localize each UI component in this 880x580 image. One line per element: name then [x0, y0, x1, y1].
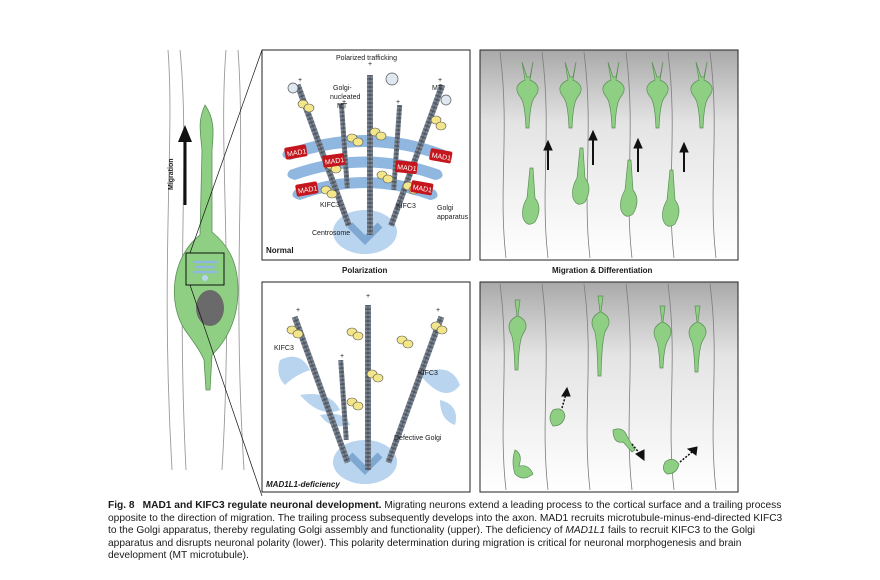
- neurons-deficient: [508, 295, 707, 479]
- golgi-mini-icon: [192, 260, 218, 274]
- cortex-fibers-deficient: [499, 283, 717, 491]
- polarization-label: Polarization: [342, 266, 387, 275]
- svg-text:Golgi: Golgi: [437, 205, 454, 212]
- svg-text:KIFC3: KIFC3: [274, 345, 294, 352]
- migration-differentiation-label: Migration & Differentiation: [552, 266, 653, 275]
- normal-panel: Polarized trafficking + + + + +: [261, 49, 471, 261]
- neuron-nucleus: [196, 290, 224, 326]
- vesicles: [287, 72, 452, 106]
- svg-text:Defective Golgi: Defective Golgi: [394, 435, 442, 442]
- migration-deficient-panel: [479, 281, 739, 493]
- caption-text-1: Migrating neurons extend a leading proce…: [108, 500, 783, 537]
- neuron-body: [174, 104, 239, 391]
- migration-arrows-normal: [543, 129, 689, 172]
- svg-text:Golgi-: Golgi-: [333, 85, 352, 92]
- zoom-box: [185, 252, 225, 286]
- svg-text:MAD1: MAD1: [298, 185, 318, 195]
- svg-text:MAD1: MAD1: [325, 157, 345, 167]
- polarized-trafficking-label: Polarized trafficking: [336, 55, 397, 62]
- svg-text:+: +: [296, 307, 300, 314]
- svg-text:+: +: [436, 307, 440, 314]
- figure-diagram: Migration Polarized trafficking + + + +: [166, 49, 739, 497]
- svg-text:nucleated: nucleated: [330, 94, 360, 101]
- migrating-neuron-panel: Migration: [166, 49, 263, 497]
- caption-gene: MAD1L1: [565, 525, 606, 537]
- svg-text:+: +: [366, 293, 370, 300]
- svg-text:+: +: [340, 353, 344, 360]
- migration-normal-panel: [479, 49, 739, 261]
- mad1-proteins: MAD1 MAD1 MAD1 MAD1 MAD1 MAD1: [284, 144, 453, 197]
- figure-number: Fig. 8: [108, 500, 135, 511]
- svg-text:MAD1: MAD1: [431, 152, 451, 162]
- svg-text:KIFC3: KIFC3: [396, 203, 416, 210]
- svg-text:MAD1: MAD1: [397, 164, 417, 173]
- svg-text:KIFC3: KIFC3: [418, 370, 438, 377]
- normal-label: Normal: [266, 246, 294, 255]
- figure-caption: Fig. 8 MAD1 and KIFC3 regulate neuronal d…: [108, 500, 788, 563]
- svg-text:MAD1: MAD1: [412, 184, 432, 194]
- svg-text:+: +: [438, 77, 442, 84]
- svg-text:apparatus: apparatus: [437, 214, 469, 221]
- svg-text:MT: MT: [337, 103, 348, 110]
- svg-text:KIFC3: KIFC3: [320, 202, 340, 209]
- microtubules-deficient: + + + +: [291, 293, 445, 470]
- svg-text:+: +: [368, 61, 372, 68]
- svg-text:+: +: [342, 99, 346, 106]
- caption-text-2: fails to recruit KIFC3 to the Golgi appa…: [108, 525, 756, 562]
- deficiency-label: MAD1L1-deficiency: [266, 480, 340, 489]
- figure-title: MAD1 and KIFC3 regulate neuronal develop…: [142, 500, 382, 511]
- deficiency-panel: + + + + KIFC3 KIFC3 Defective Golgi MAD1…: [261, 281, 471, 493]
- svg-text:MT: MT: [432, 85, 443, 92]
- svg-text:+: +: [298, 77, 302, 84]
- svg-text:+: +: [396, 99, 400, 106]
- neurons-normal: [516, 61, 713, 227]
- migration-label: Migration: [168, 159, 175, 191]
- svg-text:Centrosome: Centrosome: [312, 230, 350, 237]
- migration-arrow: [178, 125, 192, 205]
- radial-glia-fibers: [166, 49, 245, 471]
- migration-arrows-deficient: [561, 386, 698, 463]
- cortex-fibers: [499, 51, 717, 259]
- kifc3-motors-free: [286, 321, 448, 411]
- svg-text:MAD1: MAD1: [287, 148, 307, 158]
